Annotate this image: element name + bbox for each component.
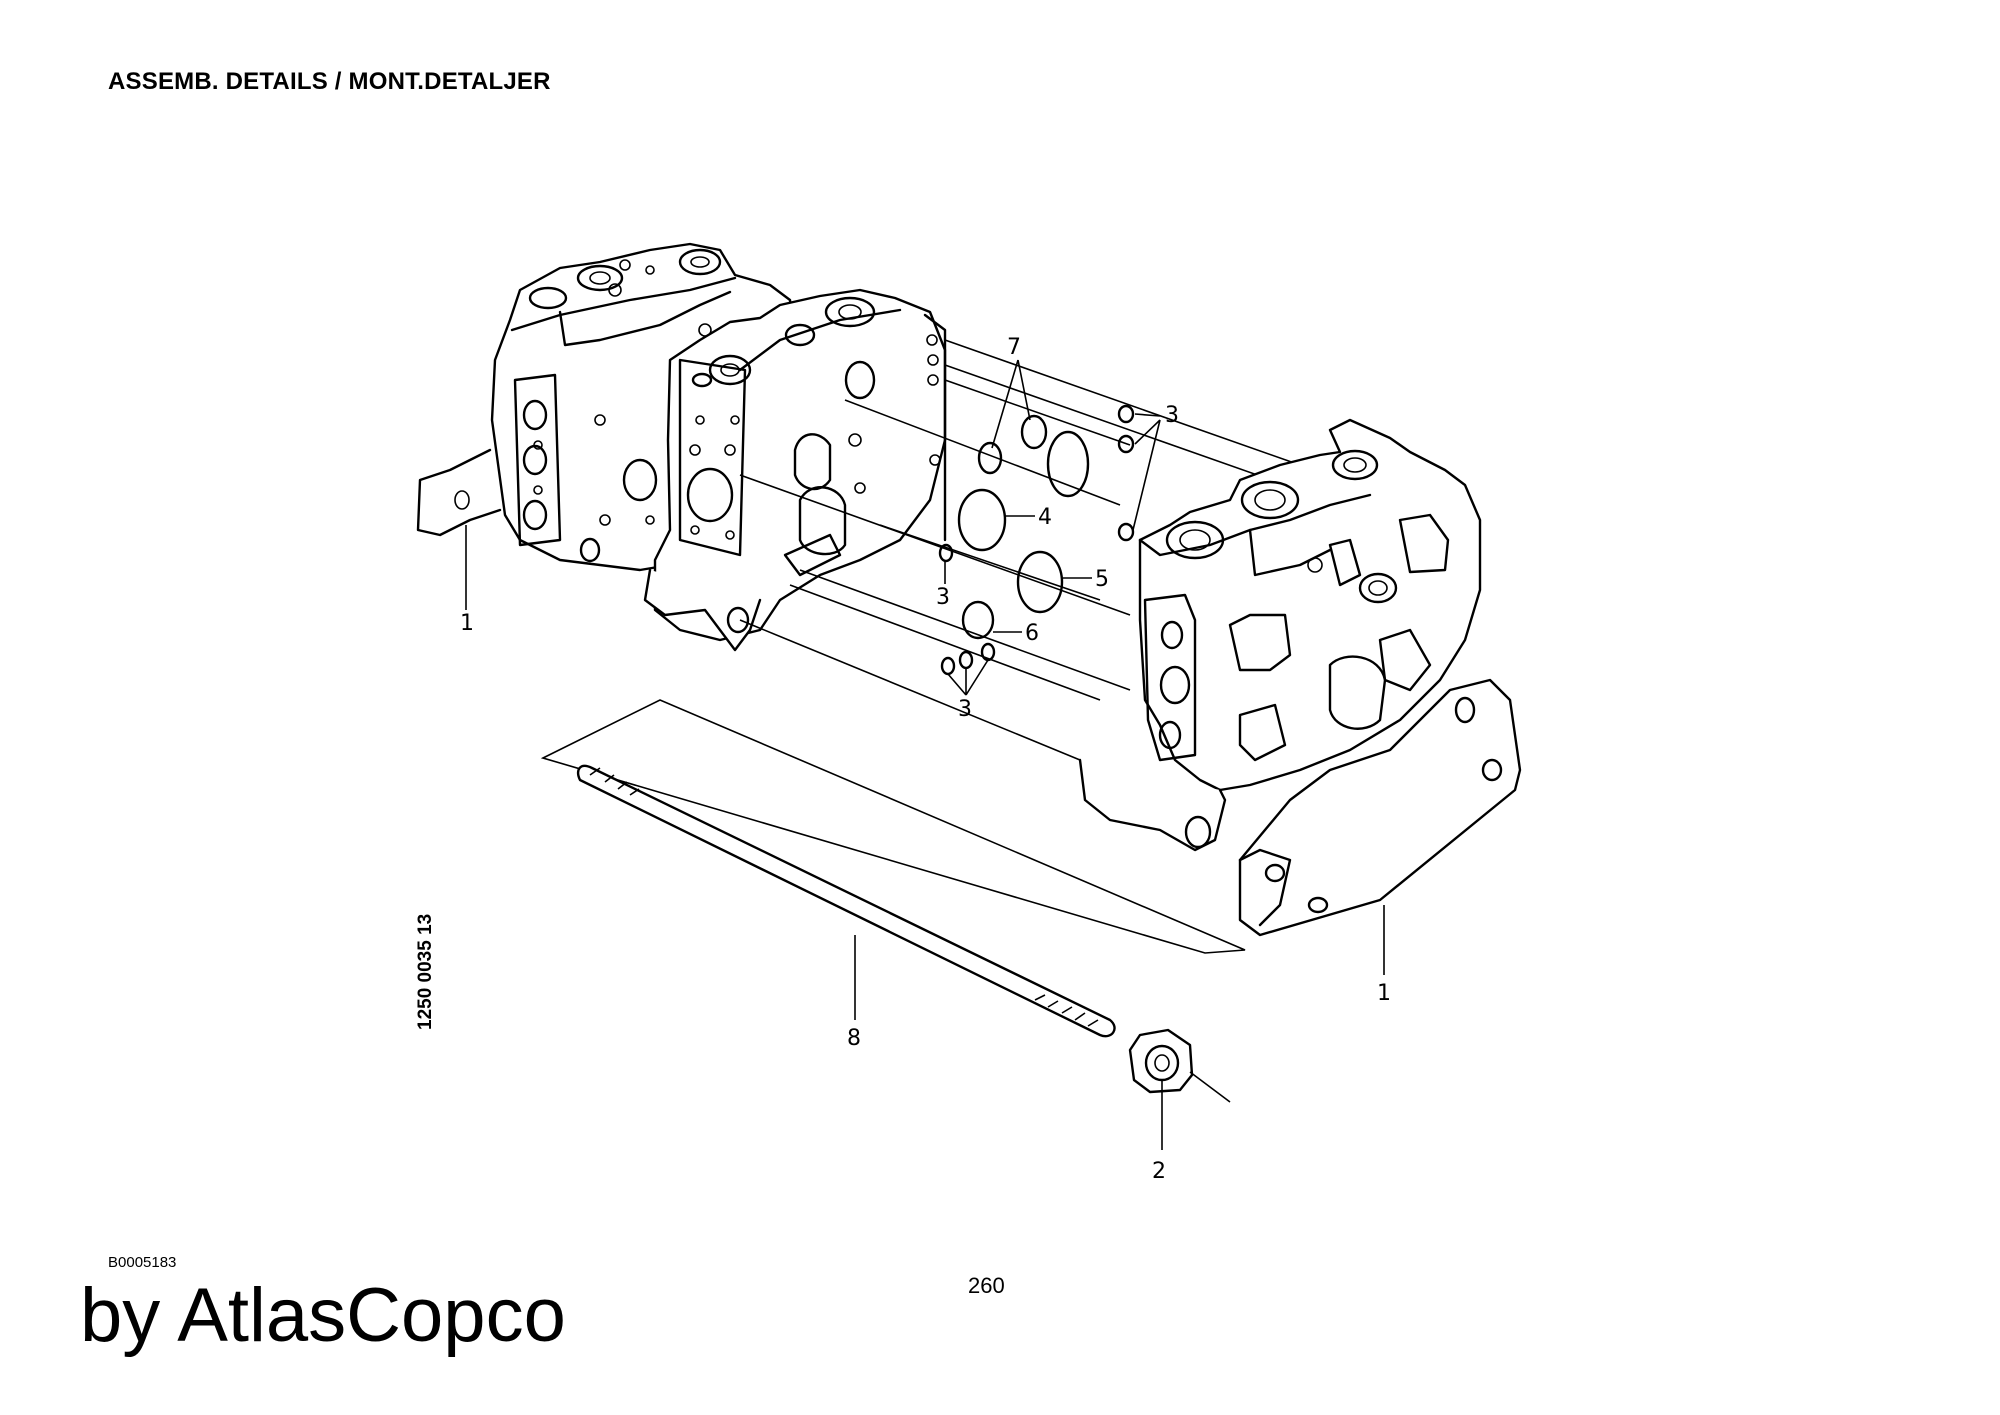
- o-rings-and-seals: [938, 404, 1135, 676]
- mounting-bracket-right: [1238, 678, 1522, 937]
- callout-1-right: 1: [1377, 981, 1391, 1006]
- brand-credit: by AtlasCopco: [80, 1273, 566, 1358]
- callout-2: 2: [1152, 1159, 1166, 1184]
- o-ring-3f: [958, 650, 974, 670]
- o-ring-3d: [938, 543, 954, 563]
- drawing-number: 1250 0035 13: [415, 913, 436, 1030]
- seal-6: [961, 600, 995, 640]
- seal-7a: [1020, 414, 1048, 450]
- callout-3-bottom: 3: [958, 697, 972, 722]
- callout-3-top: 3: [1165, 403, 1179, 428]
- callout-numbers: 1 1 2 3 3 3 4 5 6 7 8: [460, 335, 1391, 1184]
- tie-bolt: [540, 699, 1246, 1038]
- o-ring-3a: [1117, 404, 1135, 424]
- page-title: ASSEMB. DETAILS / MONT.DETALJER: [108, 68, 551, 95]
- callout-8: 8: [847, 1026, 861, 1051]
- document-id: B0005183: [108, 1254, 177, 1271]
- callout-1-left: 1: [460, 611, 474, 636]
- o-ring-3b: [1117, 434, 1135, 454]
- callout-6: 6: [1025, 621, 1039, 646]
- seal-5: [1016, 550, 1064, 614]
- callout-7: 7: [1007, 335, 1021, 360]
- callout-5: 5: [1095, 567, 1109, 592]
- seal-7b: [977, 441, 1003, 475]
- seal-large-upper: [1046, 430, 1090, 498]
- callout-4: 4: [1038, 505, 1052, 530]
- page-number: 260: [968, 1273, 1005, 1298]
- o-ring-3e: [940, 656, 956, 676]
- nut: [1128, 1028, 1231, 1103]
- seal-4: [957, 488, 1007, 552]
- callout-3-middle: 3: [936, 585, 950, 610]
- leader-lines: [465, 359, 1385, 1150]
- middle-valve-section: [643, 288, 947, 652]
- right-end-valve-block: [1078, 418, 1482, 852]
- o-ring-3c: [1117, 522, 1135, 542]
